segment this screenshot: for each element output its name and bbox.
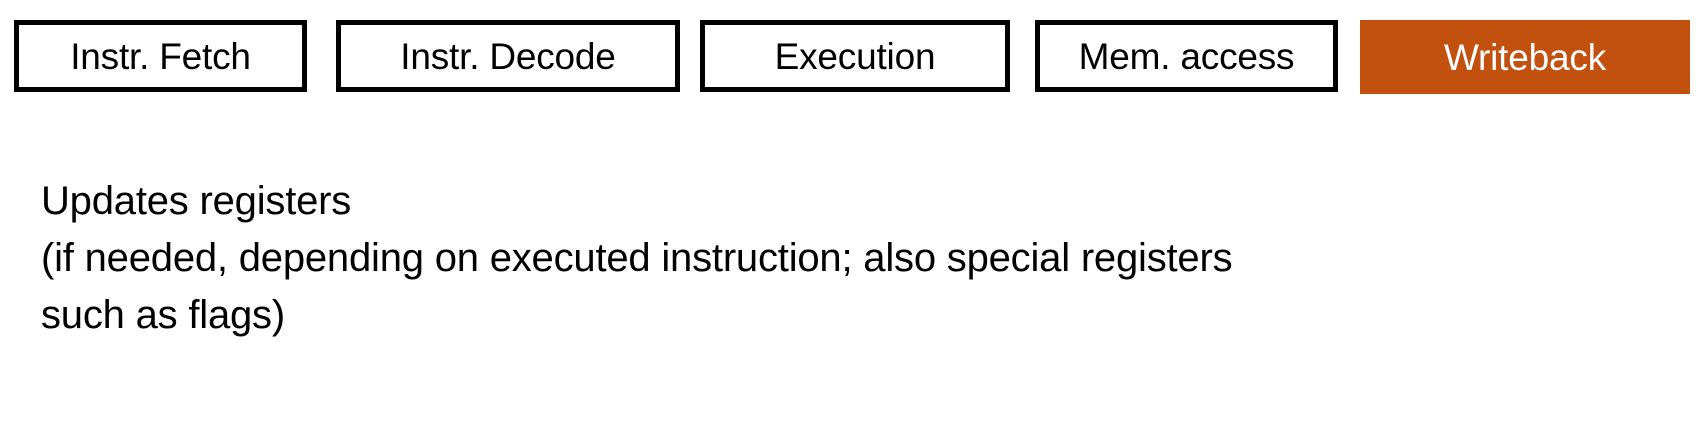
pipeline-stage-row: Instr. Fetch Instr. Decode Execution Mem… — [0, 0, 1698, 110]
pipeline-stage-execution[interactable]: Execution — [700, 20, 1010, 92]
description-line-3: such as flags) — [41, 293, 285, 337]
pipeline-stage-label: Mem. access — [1078, 35, 1295, 77]
pipeline-stage-instr-fetch[interactable]: Instr. Fetch — [14, 20, 307, 92]
description-line-2: (if needed, depending on executed instru… — [41, 236, 1233, 280]
pipeline-stage-label: Instr. Decode — [400, 35, 616, 77]
pipeline-stage-label: Instr. Fetch — [70, 35, 251, 77]
pipeline-stage-instr-decode[interactable]: Instr. Decode — [336, 20, 680, 92]
stage-description: Updates registers (if needed, depending … — [41, 173, 1601, 344]
pipeline-stage-writeback[interactable]: Writeback — [1360, 20, 1690, 94]
pipeline-stage-label: Execution — [774, 35, 936, 77]
description-line-1: Updates registers — [41, 179, 352, 223]
pipeline-stage-mem-access[interactable]: Mem. access — [1035, 20, 1338, 92]
pipeline-stage-label: Writeback — [1443, 36, 1606, 78]
